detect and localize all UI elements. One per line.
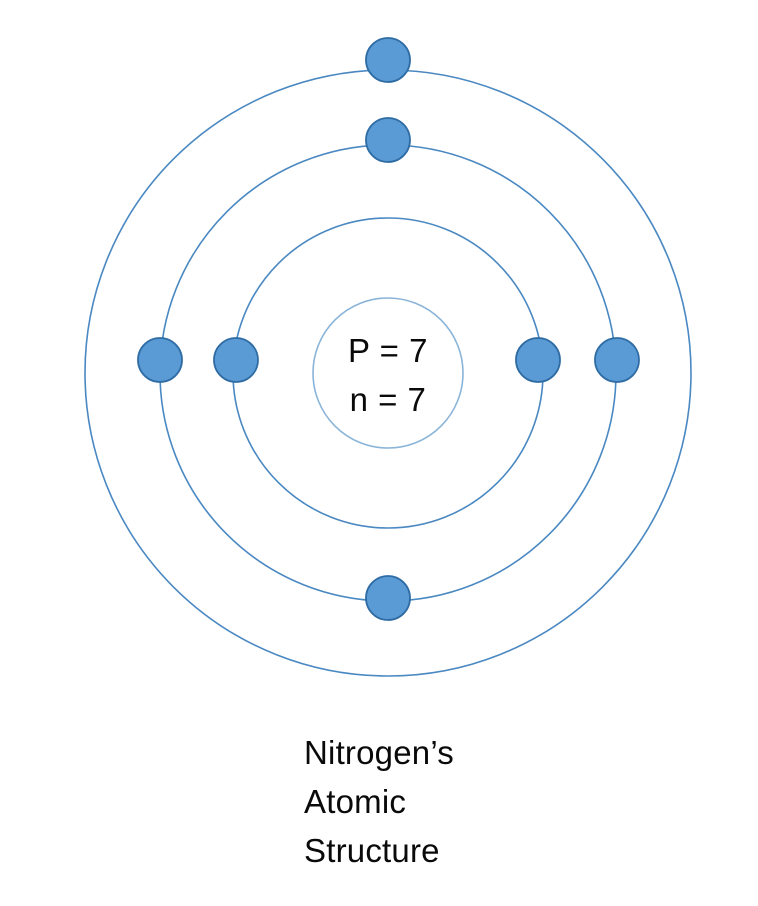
electron-middle-shell-top (365, 117, 411, 163)
electron-outer-shell-right (594, 337, 640, 383)
caption-line-3: Structure (304, 832, 440, 869)
nucleus-neutron-label: n = 7 (350, 381, 427, 418)
nucleus-circle (312, 297, 464, 449)
electron-outer-shell-left (137, 337, 183, 383)
nucleus-proton-label: P = 7 (348, 332, 428, 369)
electron-middle-shell-bottom (365, 575, 411, 621)
electron-middle-shell-left (213, 337, 259, 383)
electron-outer-shell-top (365, 37, 411, 83)
caption-line-1: Nitrogen’s (304, 734, 454, 771)
electron-middle-shell-right (515, 337, 561, 383)
caption-line-2: Atomic (304, 783, 407, 820)
diagram-caption: Nitrogen’s Atomic Structure (304, 728, 704, 875)
